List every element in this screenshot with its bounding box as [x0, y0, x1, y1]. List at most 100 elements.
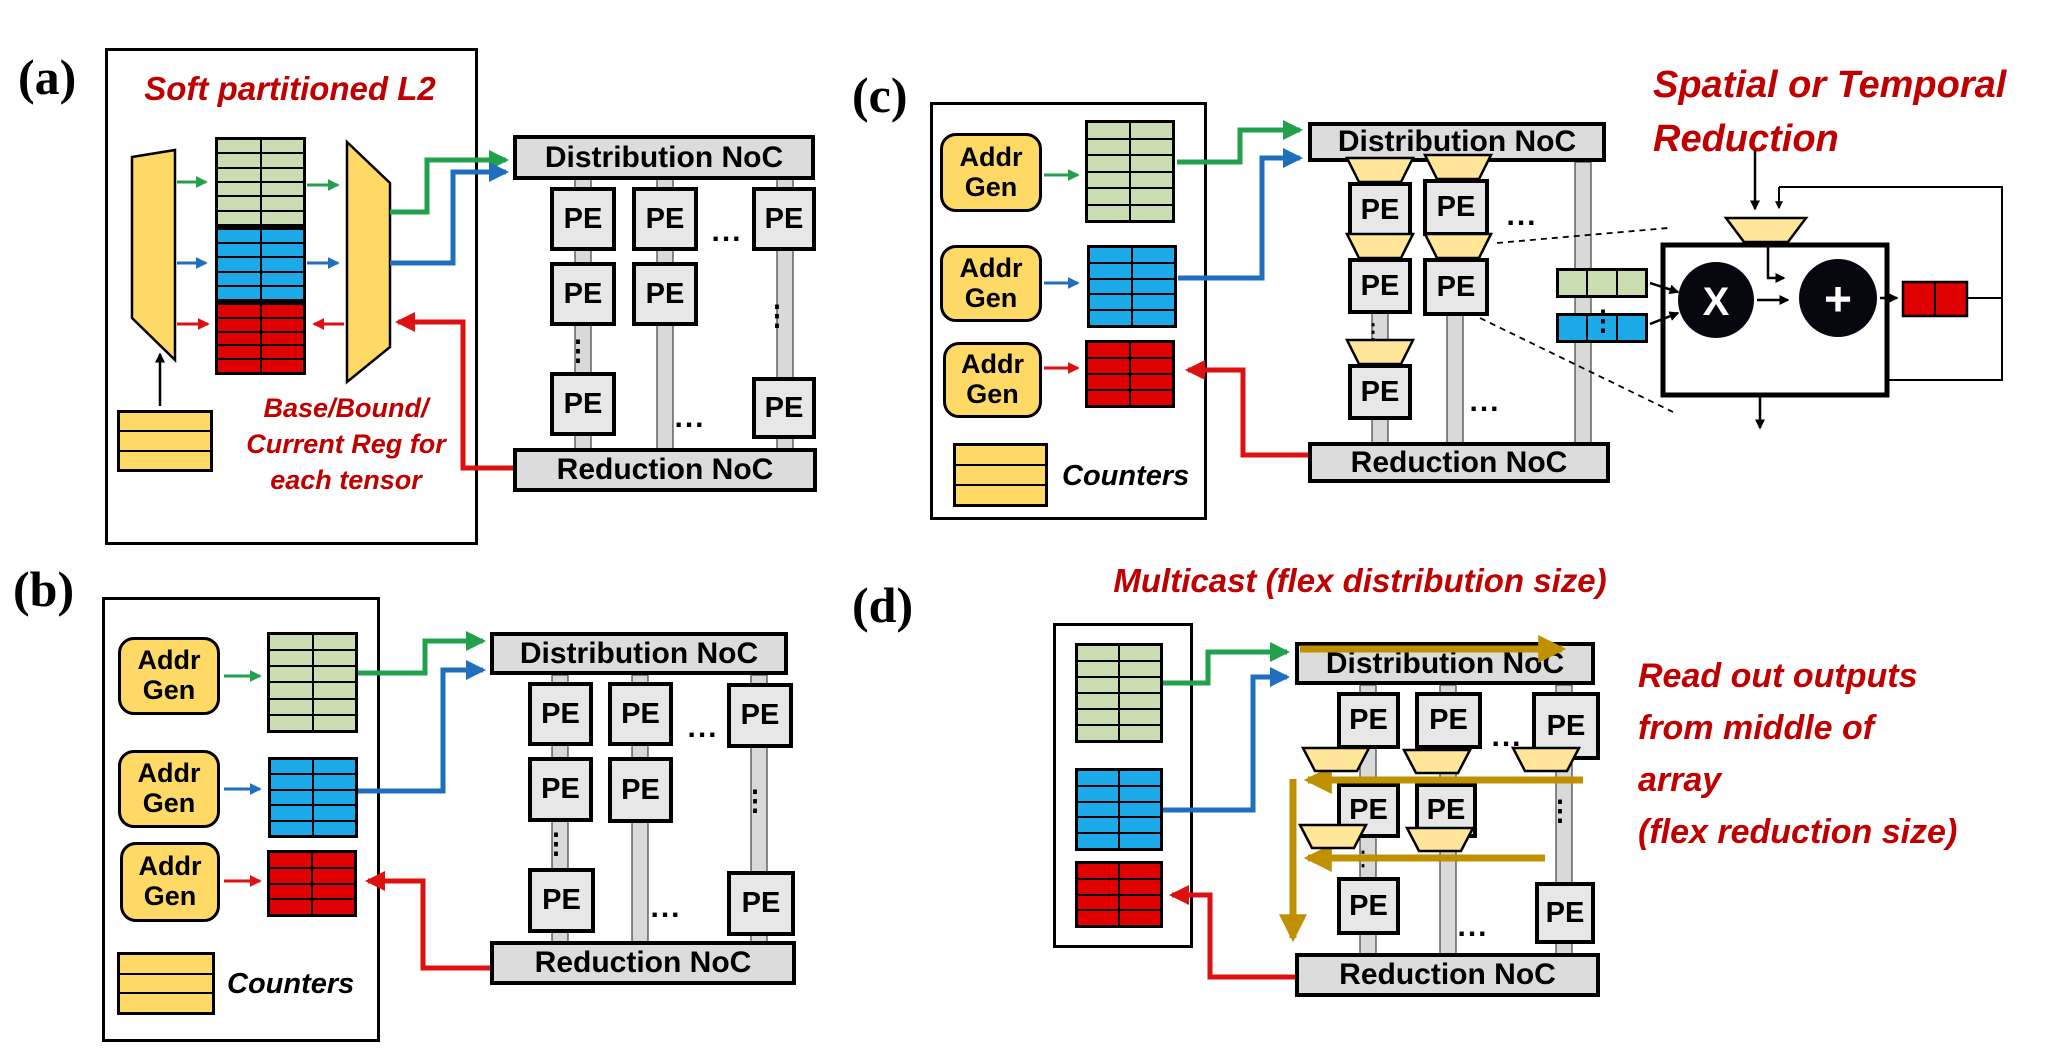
green-wire: [1177, 120, 1303, 165]
bank-cell: [955, 445, 1046, 465]
bank-cell: [1119, 770, 1161, 786]
pe-box: PE: [1415, 692, 1482, 749]
bank-cell: [313, 805, 356, 821]
bank-cell: [955, 485, 1046, 505]
l2-mux-trapezoids: [130, 139, 392, 385]
bank-cell: [1587, 270, 1617, 296]
bank-cell: [1089, 278, 1132, 295]
bank-cell: [217, 196, 261, 211]
bank-cell: [119, 993, 213, 1013]
bank-cell: [1119, 863, 1161, 879]
multiplier-circle: [1678, 262, 1754, 338]
red-wire: [395, 312, 513, 471]
annotation-line: Read out outputs: [1638, 657, 1918, 695]
bank-cell: [217, 139, 261, 154]
ellipsis-horizontal: ...: [650, 891, 682, 924]
bank-cell: [1130, 204, 1173, 221]
bank-cell: [1077, 801, 1119, 818]
bank-cell: [1077, 709, 1119, 725]
bank-cell: [119, 412, 211, 432]
addr-gen-box: Addr Gen: [118, 750, 220, 828]
bank-cell: [269, 666, 313, 683]
bank-cell: [260, 317, 304, 332]
bank-cell: [1077, 785, 1119, 802]
green-wire: [358, 631, 486, 676]
wires-a: [390, 150, 513, 471]
bank-cell: [1077, 770, 1119, 786]
mux-to-add-arrow: [1766, 242, 1786, 283]
panel-label-d: (d): [852, 577, 914, 633]
bank-cell: [1087, 204, 1130, 221]
bank-cell: [1132, 262, 1175, 279]
bank-cell: [312, 714, 356, 731]
bank-cell: [260, 257, 304, 272]
annotation-line: from middle of: [1638, 709, 1875, 747]
pe-box: PE: [608, 682, 673, 746]
bank-cell: [1616, 315, 1646, 341]
reduction-noc-a: Reduction NoC: [513, 448, 817, 492]
bank-cell: [1077, 833, 1119, 849]
distribution-noc-b: Distribution NoC: [490, 632, 788, 675]
bank-cell: [260, 139, 304, 154]
bank-cell: [217, 304, 261, 318]
bank-cell: [1132, 247, 1175, 263]
ellipsis-vertical: ⋮: [763, 299, 791, 331]
bank-cell: [1558, 315, 1588, 341]
bank-cell: [119, 954, 213, 974]
bank-cell: [1119, 645, 1161, 661]
counters-box: [117, 952, 215, 1015]
bank-cell: [260, 153, 304, 168]
green-wire: [390, 150, 509, 215]
blue-wire: [390, 162, 509, 266]
addr-gen-box: Addr Gen: [118, 637, 220, 715]
bank-green: [1085, 120, 1175, 223]
pe-box: PE: [550, 262, 616, 326]
blue-input-arrow: [1649, 311, 1680, 326]
bank-cell: [260, 181, 304, 197]
ellipsis-vertical: ⋮: [741, 784, 769, 816]
l2-bank-green: [215, 137, 306, 227]
l2-bank-blue: [215, 227, 306, 302]
bank-cell: [1087, 122, 1130, 139]
bank-cell: [1130, 390, 1173, 406]
bank-blue: [1087, 245, 1177, 328]
pe-box: PE: [632, 262, 698, 326]
bank-cell: [269, 867, 312, 884]
ellipsis-vertical: ⋮: [1589, 304, 1617, 336]
pe-box: PE: [1348, 258, 1412, 314]
pe-box: PE: [1535, 882, 1595, 944]
annotation-line: array: [1638, 761, 1722, 799]
pe-box: PE: [1348, 182, 1412, 238]
bank-cell: [270, 759, 313, 775]
bank-cell: [313, 820, 356, 836]
caption-line: each tensor: [270, 465, 422, 495]
annotation-line: (flex reduction size): [1638, 813, 1958, 851]
panel-label-b: (b): [13, 561, 75, 617]
adder-label: +: [1824, 274, 1852, 327]
pe-box: PE: [632, 187, 698, 251]
reduction-noc-d: Reduction NoC: [1295, 953, 1600, 997]
bank-cell: [119, 431, 211, 451]
annotation-line: Spatial or Temporal: [1653, 64, 2007, 106]
bank-cell: [1119, 801, 1161, 818]
bank-cell: [1087, 342, 1130, 358]
bank-cell: [260, 345, 304, 360]
bank-cell: [1119, 725, 1161, 741]
bank-cell: [1119, 910, 1161, 926]
red-wire: [1185, 360, 1308, 458]
bank-cell: [955, 465, 1046, 485]
ellipsis-horizontal: ...: [711, 215, 743, 248]
readout-trapezoids-d: [1297, 746, 1582, 853]
title-multicast: Multicast (flex distribution size): [1113, 562, 1607, 599]
bank-cell: [1119, 693, 1161, 709]
bank-cell: [1089, 310, 1132, 326]
bank-cell: [1087, 374, 1130, 390]
bank-cell: [1119, 709, 1161, 725]
bank-cell: [1087, 188, 1130, 205]
bank-cell: [270, 805, 313, 821]
bank-cell: [1119, 833, 1161, 849]
bank-cell: [1587, 315, 1617, 341]
reduction-mux-trapezoid: [1723, 216, 1809, 244]
bank-cell: [1558, 270, 1588, 296]
bank-cell: [1077, 645, 1119, 661]
